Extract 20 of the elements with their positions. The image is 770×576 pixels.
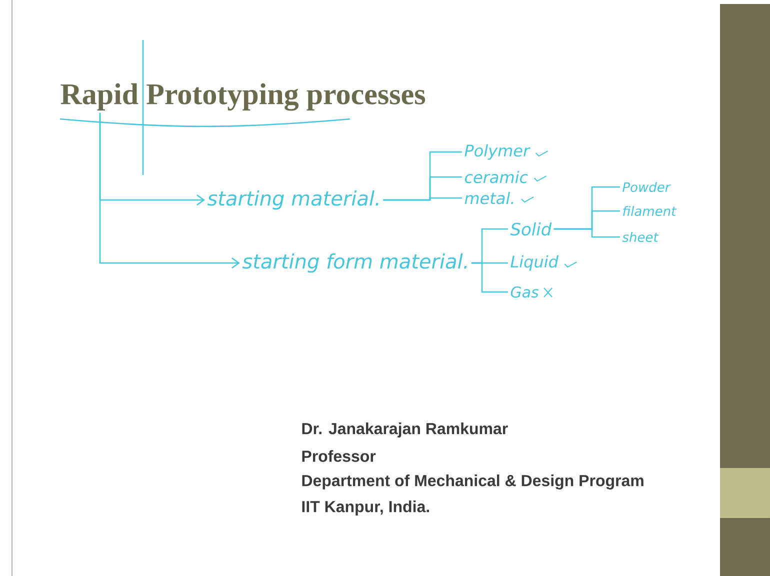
author-text: Professor	[302, 450, 376, 462]
author-text: Dr. Janakarajan Ramkumar	[302, 422, 508, 438]
connector	[554, 228, 620, 238]
handwritten-label: sheet	[622, 232, 659, 242]
handwritten-label: Gas	[510, 286, 539, 298]
handwritten-label: starting form material.	[242, 253, 467, 273]
connector	[383, 197, 462, 201]
handwritten-label: Solid	[510, 222, 552, 236]
connector	[99, 112, 240, 269]
connector	[471, 262, 508, 293]
handwritten-label: Liquid	[510, 255, 559, 271]
heading: Rapid Prototyping processes	[60, 83, 426, 111]
handwritten-label: metal.	[464, 192, 514, 204]
handwritten-label: Powder	[622, 182, 671, 192]
handwritten-label: Polymer	[464, 144, 530, 160]
handwritten-label: filament	[623, 206, 677, 216]
handwritten-label: starting material.	[207, 190, 378, 210]
author-text: IIT Kanpur, India.	[302, 500, 429, 516]
author-text: Department of Mechanical & Design Program	[302, 474, 644, 490]
handwritten-label: ceramic	[464, 170, 528, 184]
